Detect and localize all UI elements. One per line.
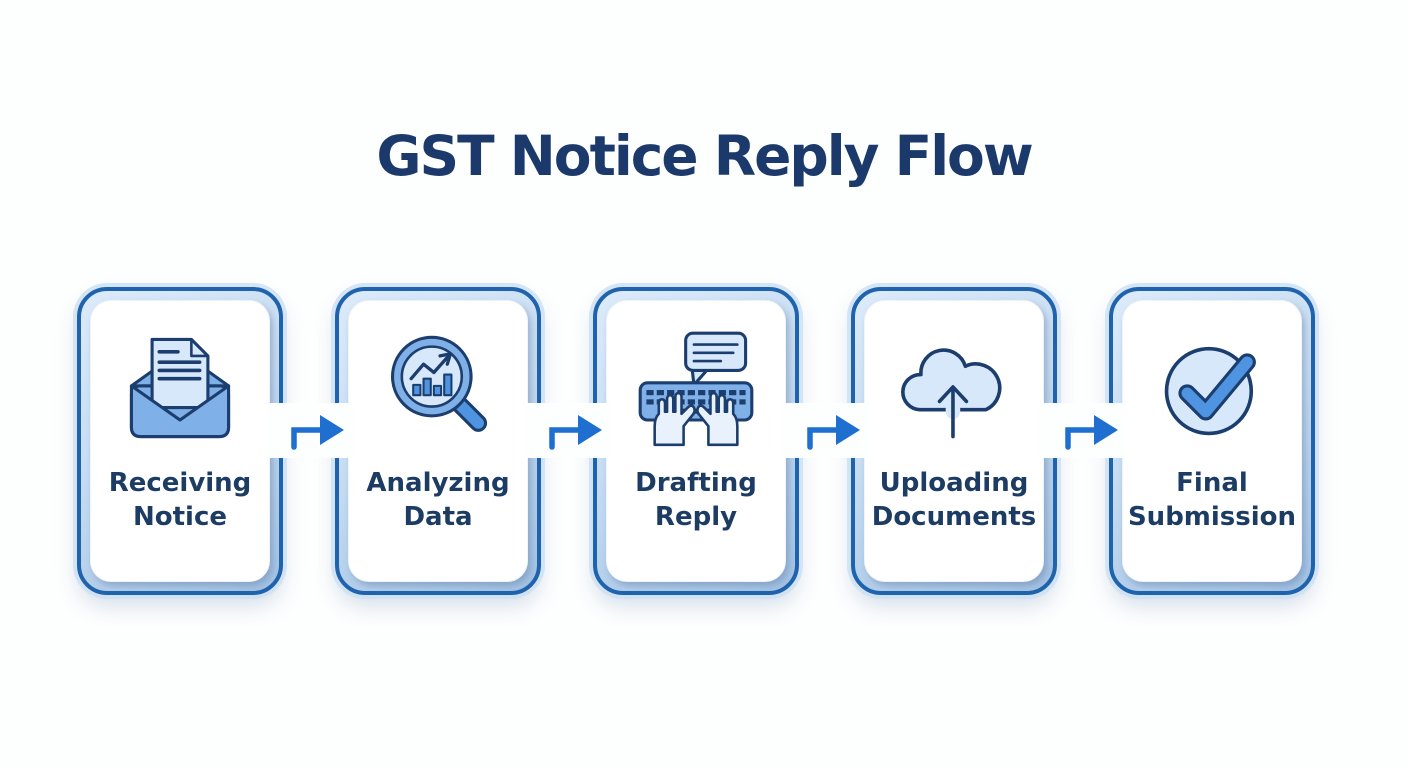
flow-arrow-icon [807, 415, 860, 450]
checkmark-circle-icon [1164, 346, 1256, 436]
page-title: GST Notice Reply Flow [376, 124, 1033, 188]
step-label-line2: Data [403, 501, 473, 532]
flow-arrow-icon [1065, 415, 1118, 450]
flow-arrow-icon [549, 415, 602, 450]
step-label-line1: Analyzing [366, 468, 510, 498]
step-card-drafting-reply: Drafting Reply [593, 287, 799, 595]
step-label-line1: Uploading [879, 468, 1029, 498]
card-inner: Drafting Reply [606, 300, 786, 582]
typing-keyboard-icon [638, 331, 754, 447]
step-label-line2: Documents [871, 501, 1037, 532]
open-envelope-document-icon [129, 337, 231, 439]
step-label: Final Submission [1128, 467, 1296, 535]
step-label-line2: Notice [132, 501, 227, 532]
step-card-uploading-documents: Uploading Documents [851, 287, 1057, 595]
cloud-upload-icon [901, 348, 1002, 439]
step-label: Uploading Documents [872, 467, 1037, 535]
step-label: Drafting Reply [635, 467, 757, 535]
card-inner: Receiving Notice [90, 300, 270, 582]
step-label: Analyzing Data [366, 467, 509, 535]
magnifier-chart-icon [390, 335, 488, 432]
flow-arrow-icon [291, 415, 344, 450]
step-label-line1: Drafting [635, 468, 757, 498]
card-inner: Uploading Documents [864, 300, 1044, 582]
step-card-analyzing-data: Analyzing Data [335, 287, 541, 595]
step-label-line2: Submission [1127, 501, 1297, 532]
step-label-line1: Final [1176, 468, 1248, 498]
step-label-line2: Reply [654, 501, 738, 532]
card-inner: Analyzing Data [348, 300, 528, 582]
step-label-line1: Receiving [108, 468, 252, 498]
card-inner: Final Submission [1122, 300, 1302, 582]
step-card-receiving-notice: Receiving Notice [77, 287, 283, 595]
step-card-final-submission: Final Submission [1109, 287, 1315, 595]
step-label: Receiving Notice [109, 467, 252, 535]
